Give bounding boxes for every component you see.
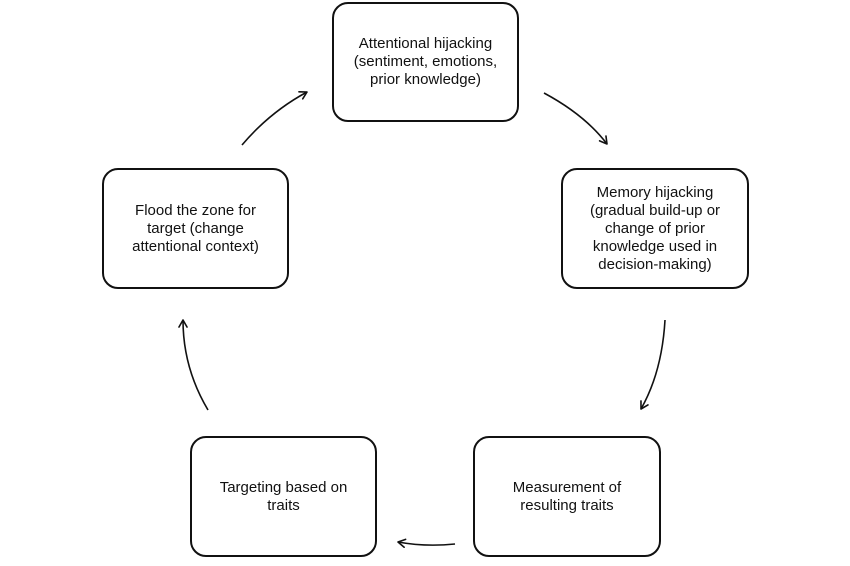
node-flood-the-zone: Flood the zone for target (change attent… bbox=[102, 168, 289, 289]
node-label: Targeting based on traits bbox=[219, 478, 348, 514]
node-memory-hijacking: Memory hijacking (gradual build-up or ch… bbox=[561, 168, 749, 289]
arrow-memory-to-measure bbox=[640, 319, 666, 410]
node-label: Measurement of resulting traits bbox=[512, 478, 622, 514]
node-label: Memory hijacking (gradual build-up or ch… bbox=[589, 183, 721, 273]
arrow-measure-to-target bbox=[397, 538, 456, 549]
arrow-attention-to-memory bbox=[543, 92, 608, 145]
arrow-target-to-flood bbox=[178, 319, 209, 411]
node-targeting-based-on-traits: Targeting based on traits bbox=[190, 436, 377, 557]
node-label: Attentional hijacking (sentiment, emotio… bbox=[353, 35, 498, 88]
node-label: Flood the zone for target (change attent… bbox=[132, 201, 259, 255]
node-attentional-hijacking: Attentional hijacking (sentiment, emotio… bbox=[332, 2, 519, 122]
arrow-flood-to-attention bbox=[241, 91, 308, 146]
node-measurement-of-resulting-traits: Measurement of resulting traits bbox=[473, 436, 661, 557]
